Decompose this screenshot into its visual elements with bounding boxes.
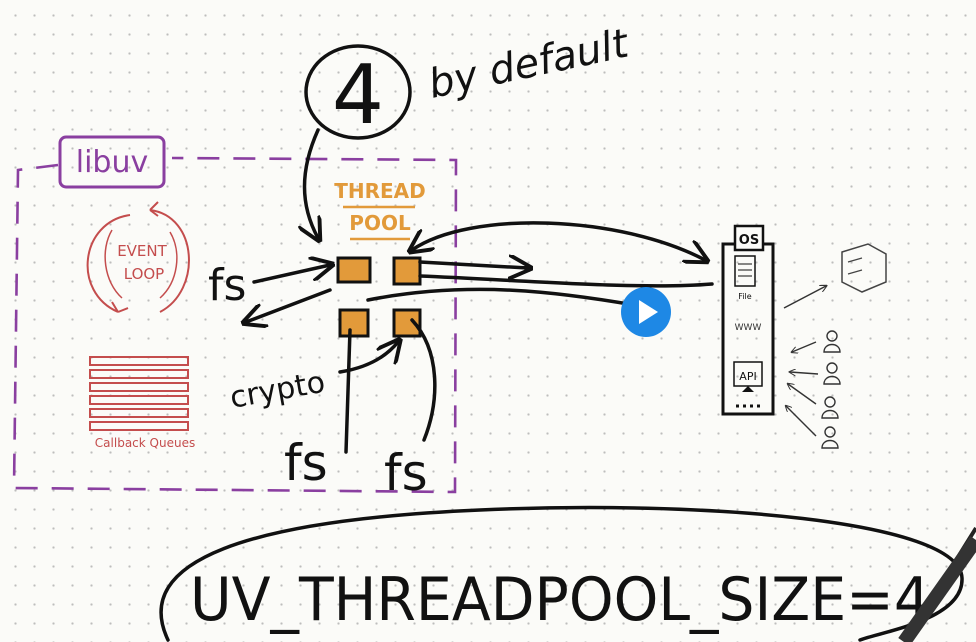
libuv-boundary bbox=[12, 135, 458, 494]
api-label: API bbox=[739, 370, 756, 383]
fs-bottom-2-line bbox=[410, 318, 437, 442]
fs-label-bottom-2: fs bbox=[384, 444, 428, 502]
pool-os-line bbox=[418, 274, 714, 288]
user-2-arrow bbox=[790, 372, 819, 374]
user-icon-3 bbox=[821, 396, 839, 419]
play-button[interactable] bbox=[621, 287, 671, 337]
pen-cursor bbox=[898, 526, 976, 642]
file-label: File bbox=[738, 292, 751, 301]
crypto-arrow bbox=[338, 342, 398, 374]
default-note: by default bbox=[425, 20, 634, 107]
event-loop-label-line2: LOOP bbox=[124, 265, 164, 283]
user-icon-4 bbox=[821, 426, 839, 449]
thread-count-circle bbox=[304, 44, 412, 140]
thread-1 bbox=[336, 256, 372, 284]
env-setting-text: UV_THREADPOOL_SIZE=4 bbox=[190, 565, 930, 635]
libuv-label: libuv bbox=[76, 145, 148, 180]
os-to-server-arrow bbox=[783, 286, 826, 309]
thread-3 bbox=[338, 308, 370, 338]
www-label: WWW bbox=[735, 323, 762, 333]
pool-os-lower-line bbox=[366, 287, 642, 308]
fs-to-thread-arrow bbox=[252, 265, 330, 284]
server-icon bbox=[841, 243, 887, 293]
thread-2 bbox=[392, 256, 422, 286]
event-loop-label-line1: EVENT bbox=[117, 242, 167, 260]
user-3-arrow bbox=[788, 384, 817, 405]
callback-queues-label: Callback Queues bbox=[95, 436, 195, 450]
pool-mid-arrow bbox=[418, 262, 528, 268]
callback-queues bbox=[89, 356, 189, 431]
fs-label-left: fs bbox=[208, 260, 246, 311]
thread-pool bbox=[336, 256, 422, 338]
user-icon-2 bbox=[823, 362, 841, 385]
arrow-dot bbox=[524, 264, 532, 272]
thread-pool-label-line2: POOL bbox=[349, 211, 411, 235]
thread-pool-label-line1: THREAD bbox=[334, 179, 426, 203]
fs-label-bottom-1: fs bbox=[284, 434, 328, 492]
user-icon-1 bbox=[823, 330, 841, 353]
event-loop bbox=[86, 201, 190, 313]
circle-to-pool-arrow bbox=[305, 128, 319, 238]
thread-count-value: 4 bbox=[332, 48, 384, 143]
crypto-label: crypto bbox=[227, 365, 327, 416]
thread-to-fs-arrow bbox=[246, 288, 332, 322]
user-4-arrow bbox=[786, 406, 817, 437]
pool-os-arrow-top bbox=[412, 221, 705, 260]
env-setting-outline bbox=[159, 505, 964, 642]
os-column bbox=[721, 224, 775, 416]
os-label: OS bbox=[739, 233, 759, 248]
play-icon bbox=[639, 300, 658, 324]
fs-bottom-1-line bbox=[344, 328, 352, 454]
user-1-arrow bbox=[792, 341, 817, 352]
